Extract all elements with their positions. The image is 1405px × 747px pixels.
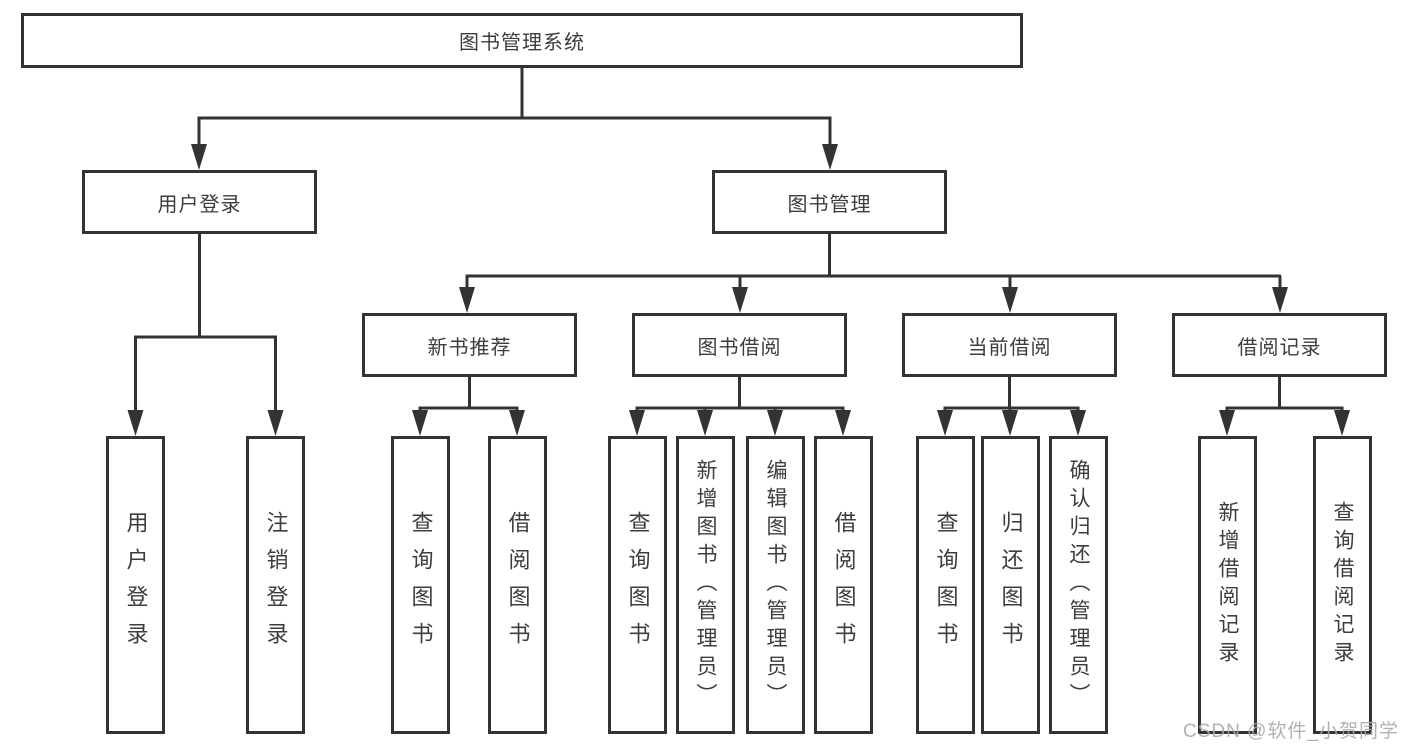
leaf-query-books-recommend: 查询图书 (391, 436, 450, 734)
leaf-logout: 注销登录 (246, 436, 305, 734)
node-new-book-recommend: 新书推荐 (362, 313, 577, 377)
node-label: 查询借阅记录 (1331, 501, 1354, 669)
leaf-query-books-current: 查询图书 (916, 436, 975, 734)
leaf-user-login: 用户登录 (106, 436, 165, 734)
node-label: 用户登录 (157, 193, 242, 216)
leaf-add-borrow-record: 新增借阅记录 (1198, 436, 1257, 734)
leaf-query-books-borrow: 查询图书 (608, 436, 667, 734)
leaf-query-borrow-record: 查询借阅记录 (1313, 436, 1372, 734)
node-current-borrow: 当前借阅 (902, 313, 1117, 377)
node-label: 当前借阅 (967, 336, 1052, 359)
node-label: 查询图书 (933, 511, 959, 659)
node-label: 确认归还（管理员） (1067, 459, 1090, 711)
node-label: 借阅图书 (831, 511, 857, 659)
node-book-borrow: 图书借阅 (632, 313, 847, 377)
node-book-management-group: 图书管理 (712, 170, 947, 234)
node-label: 图书借阅 (697, 336, 782, 359)
leaf-borrow-books-recommend: 借阅图书 (488, 436, 547, 734)
node-label: 归还图书 (998, 511, 1024, 659)
node-label: 编辑图书（管理员） (764, 459, 787, 711)
node-label: 查询图书 (408, 511, 434, 659)
node-user-login-group: 用户登录 (82, 170, 317, 234)
node-label: 新书推荐 (427, 336, 512, 359)
leaf-add-books-admin: 新增图书（管理员） (676, 436, 735, 734)
node-label: 借阅记录 (1237, 336, 1322, 359)
node-label: 新增图书（管理员） (694, 459, 717, 711)
leaf-edit-books-admin: 编辑图书（管理员） (746, 436, 805, 734)
node-label: 借阅图书 (505, 511, 531, 659)
node-label: 新增借阅记录 (1216, 501, 1239, 669)
node-label: 图书管理 (787, 193, 872, 216)
node-label: 图书管理系统 (459, 32, 585, 54)
node-label: 查询图书 (625, 511, 651, 659)
node-label: 注销登录 (263, 511, 289, 659)
leaf-return-books: 归还图书 (981, 436, 1040, 734)
leaf-confirm-return-admin: 确认归还（管理员） (1049, 436, 1108, 734)
watermark: CSDN @软件_小贺同学 (1183, 721, 1399, 742)
node-label: 用户登录 (123, 511, 149, 659)
leaf-borrow-books: 借阅图书 (814, 436, 873, 734)
node-borrow-records: 借阅记录 (1172, 313, 1387, 377)
node-root-system: 图书管理系统 (21, 13, 1023, 68)
